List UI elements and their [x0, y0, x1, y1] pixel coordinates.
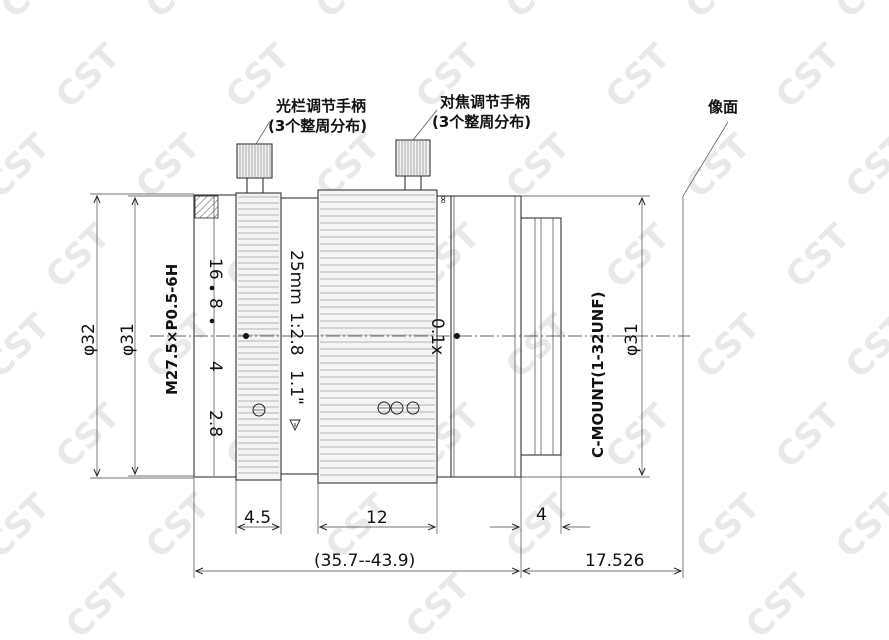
watermark-text: CST [598, 36, 679, 117]
image-plane-leader [682, 121, 729, 197]
lens-format: 1.1" [286, 370, 306, 405]
focus-infinity-mark: ∞ [437, 195, 450, 204]
screw-icon [252, 403, 266, 417]
aperture-scale-16: 16 [205, 258, 225, 280]
watermark-text: CST [138, 0, 219, 26]
aperture-dot [209, 318, 215, 324]
watermark-text: CST [48, 396, 129, 477]
watermark-text: CST [838, 126, 889, 207]
iris-ring-width-label: 4.5 [244, 508, 271, 528]
watermark-text: CST [838, 306, 889, 387]
focus-handle-label: 对焦调节手柄 [440, 93, 530, 111]
warning-icon [289, 419, 301, 432]
watermark-text: CST [0, 306, 59, 387]
watermark-text: CST [498, 306, 579, 387]
iris-handle-note: (3个整周分布) [268, 117, 367, 135]
watermark-text: CST [688, 306, 769, 387]
watermark-text: CST [738, 566, 819, 640]
watermark-text: CST [138, 486, 219, 567]
watermark-text: CST [598, 396, 679, 477]
mount-length-label: 4 [536, 505, 547, 525]
mount-spec: C-MOUNT(1-32UNF) [589, 292, 607, 458]
overall-length-label: (35.7--43.9) [314, 551, 415, 571]
iris-handle-label: 光栏调节手柄 [275, 97, 366, 115]
lens-focal-length: 25mm [286, 250, 306, 305]
front-diameter-label: φ32 [79, 323, 99, 356]
iris-ring [235, 192, 282, 481]
watermark-text: CST [678, 0, 759, 26]
thread-spec: M27.5×P0.5-6H [163, 264, 181, 395]
watermark-text: CST [828, 486, 889, 567]
watermark-text: CST [48, 36, 129, 117]
aperture-scale-2-8: 2.8 [205, 410, 225, 437]
flange-back-label: 17.526 [585, 551, 644, 571]
watermark-text: CST [0, 126, 59, 207]
watermark-text: CST [598, 216, 679, 297]
flange-back-dim: 17.526 [523, 551, 681, 571]
watermark-text: CST [498, 0, 579, 26]
watermark-text: CST [778, 216, 859, 297]
image-plane-label: 像面 [708, 98, 738, 116]
watermark-text: CST [58, 566, 139, 640]
iris-handle-leader [255, 120, 271, 145]
focus-ring [317, 189, 438, 484]
rear-diameter-label: φ31 [622, 323, 642, 356]
screw-icon [377, 401, 420, 415]
watermark-text: CST [308, 0, 389, 26]
aperture-dot [209, 285, 215, 291]
rear-diameter-dim: φ31 [521, 195, 650, 478]
focus-handle-leader [412, 109, 438, 141]
thread-diameter-dim: φ31 [118, 195, 194, 477]
mount-length-dim: 4 [490, 455, 590, 578]
watermark-text: CST [768, 396, 849, 477]
focus-near-mark: 0.1x [427, 318, 447, 355]
iris-index-dot [243, 333, 249, 339]
watermark-text: CST [498, 126, 579, 207]
watermark-text: CST [688, 486, 769, 567]
iris-ring-width-dim: 4.5 [235, 480, 282, 534]
watermark-text: CST [0, 0, 74, 26]
watermark-text: CST [498, 486, 579, 567]
aperture-scale-4: 4 [205, 361, 225, 372]
iris-handle [236, 143, 273, 194]
thread-diameter-label: φ31 [118, 323, 138, 356]
overall-length-dim: (35.7--43.9) [193, 478, 519, 578]
aperture-scale-8: 8 [205, 298, 225, 309]
front-diameter-dim: φ32 [79, 193, 194, 479]
focus-handle [395, 139, 431, 191]
focus-index-dot [454, 333, 460, 339]
watermark-text: CST [768, 36, 849, 117]
focus-ring-width-dim: 12 [317, 483, 438, 534]
watermark-text: CST [828, 0, 889, 26]
focus-handle-note: (3个整周分布) [432, 113, 531, 131]
c-mount [520, 217, 562, 456]
focus-ring-width-label: 12 [366, 508, 388, 528]
watermark-text: CST [0, 486, 59, 567]
watermark-text: CST [38, 216, 119, 297]
watermark-text: CST [398, 566, 479, 640]
lens-aperture-ratio: 1:2.8 [286, 312, 306, 356]
